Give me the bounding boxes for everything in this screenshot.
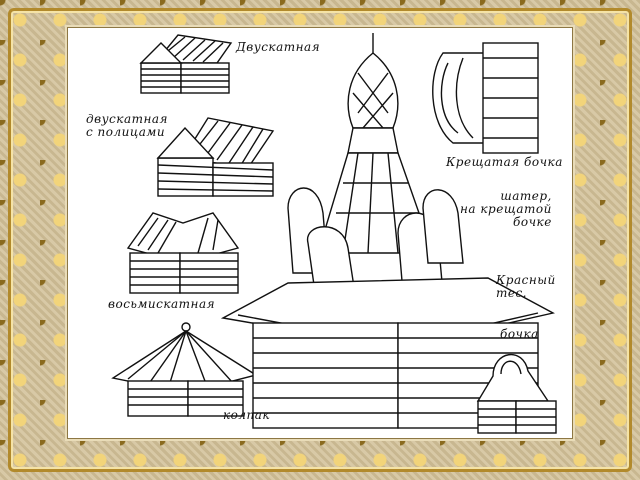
label-gable: Двускатная	[236, 40, 321, 54]
label-cross-barrel: Крещатая бочка	[446, 155, 563, 169]
label-cap: колпак	[223, 408, 271, 422]
illustration-sheet: Двускатная двускатная с полицами восьмис…	[67, 27, 573, 439]
label-barrel: бочка	[500, 327, 539, 341]
label-red-boards: Красный тес.	[496, 273, 556, 300]
tent-roof-tower-drawing	[220, 33, 555, 429]
cross-barrel-roof-drawing	[432, 42, 539, 154]
gable-with-shelves-house-drawing	[156, 117, 275, 197]
gable-roof-house-drawing	[139, 34, 233, 94]
label-gable-with-shelves: двускатная с полицами	[86, 112, 168, 139]
barrel-roof-house-drawing	[476, 353, 557, 434]
label-tent-on-cross-barrel: шатер, на крещатой бочке	[460, 189, 552, 229]
cap-roof-house-drawing	[111, 322, 258, 417]
octagonal-roof-house-drawing	[126, 212, 240, 294]
label-octagonal: восьмискатная	[108, 297, 216, 311]
